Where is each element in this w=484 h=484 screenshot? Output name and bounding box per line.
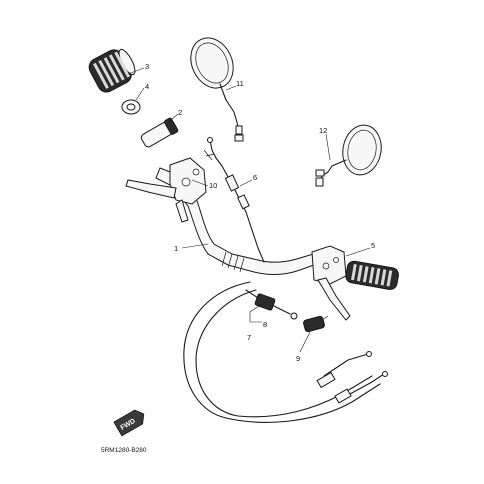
holder[interactable] xyxy=(303,315,329,333)
lever-holder[interactable] xyxy=(125,157,207,223)
callout-7: 7 xyxy=(247,333,251,342)
adjuster[interactable] xyxy=(245,289,298,320)
callout-12: 12 xyxy=(319,126,327,135)
callout-5: 5 xyxy=(371,241,375,250)
clutch-cable[interactable] xyxy=(183,281,388,423)
fwd-direction-icon: FWD xyxy=(113,409,145,437)
right-grip[interactable] xyxy=(345,260,400,291)
callout-9: 9 xyxy=(296,354,300,363)
left-grip[interactable] xyxy=(86,44,140,96)
callout-2: 2 xyxy=(178,108,182,117)
callout-4: 4 xyxy=(145,82,149,91)
callout-11: 11 xyxy=(236,79,244,88)
right-switch-assembly[interactable] xyxy=(311,245,351,321)
mirror-left[interactable] xyxy=(315,122,385,187)
callout-1: 1 xyxy=(174,244,178,253)
collar-washer[interactable] xyxy=(121,99,141,115)
throttle-cable[interactable] xyxy=(203,137,265,263)
drawing-code: 5RM1280-B280 xyxy=(101,447,147,454)
throttle-grip-tube[interactable] xyxy=(139,117,179,149)
callout-8: 8 xyxy=(263,320,267,329)
callout-3: 3 xyxy=(145,62,149,71)
callout-6: 6 xyxy=(253,173,257,182)
callout-10: 10 xyxy=(209,181,217,190)
mirror-right[interactable] xyxy=(183,31,244,142)
leader-lines xyxy=(127,67,371,353)
